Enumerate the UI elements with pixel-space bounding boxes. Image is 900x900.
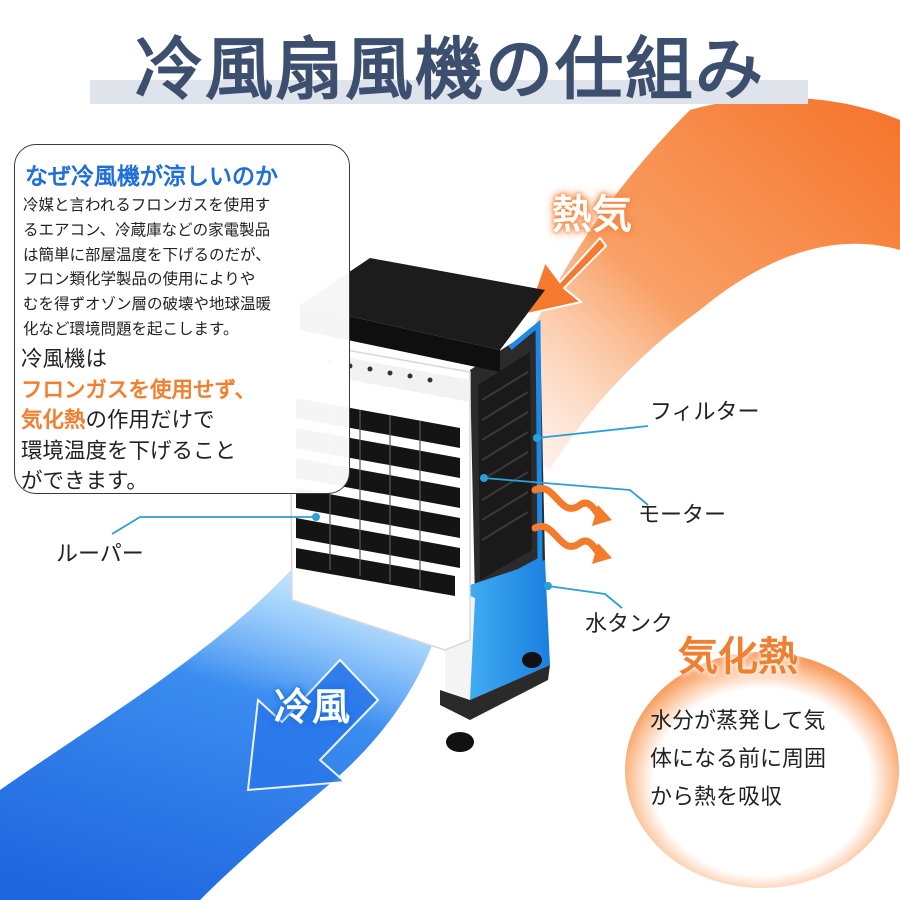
hot-air-stream xyxy=(480,97,900,470)
filter-label: フィルター xyxy=(650,400,760,425)
hot-air-arrow-icon xyxy=(525,236,608,316)
evaporation-line: 体になる前に周囲 xyxy=(650,747,827,772)
tank-leader-line xyxy=(547,585,623,609)
motor-label: モーター xyxy=(638,503,727,528)
evaporation-line: 水分が蒸発して気 xyxy=(650,709,826,734)
cold-air-arrow-icon xyxy=(246,658,380,792)
heat-label: 熱気 xyxy=(552,192,632,238)
caster-wheel xyxy=(446,732,474,752)
title-underline xyxy=(90,80,808,104)
info-lead: 冷風機は フロンガスを使用せず、 気化熱の作用だけで 環境温度を下げること がで… xyxy=(21,345,341,498)
evaporation-description: 水分が蒸発して気 体になる前に周囲 から熱を吸収 xyxy=(650,703,826,817)
evaporation-title: 気化熱 xyxy=(678,634,798,680)
device-base xyxy=(440,665,550,720)
wavy-arrow-right-icon xyxy=(531,484,604,558)
info-body-line: 冷媒と言われるフロンガスを使用す xyxy=(23,196,271,214)
water-tank-label: 水タンク xyxy=(585,612,674,637)
info-lead-line: の作用だけで xyxy=(85,408,215,433)
info-box: なぜ冷風機が涼しいのか 冷媒と言われるフロンガスを使用す るエアコン、冷蔵庫など… xyxy=(14,144,350,494)
info-body-line: は簡単に部屋温度を下げるのだが、 xyxy=(23,245,271,264)
info-lead-line: ができます。 xyxy=(21,469,148,494)
info-heading: なぜ冷風機が涼しいのか xyxy=(25,164,278,190)
info-highlight-no-freon: フロンガスを使用せず、 xyxy=(21,377,256,403)
info-body-line: 化など環境問題を起こします。 xyxy=(23,319,239,338)
louver-label: ルーパー xyxy=(56,542,144,567)
filter-leader-line xyxy=(536,425,649,439)
louver-leader-line xyxy=(111,516,316,535)
motor-leader-line xyxy=(483,477,649,506)
cold-air-stream xyxy=(0,560,450,900)
page-title: 冷風扇風機の仕組み xyxy=(134,31,765,110)
info-lead-line: 環境温度を下げること xyxy=(21,438,237,464)
info-body-line: フロン類化学製品の使用によりや xyxy=(23,270,256,289)
evaporation-circle xyxy=(625,652,899,888)
cold-air-label: 冷風 xyxy=(274,685,351,729)
info-highlight-heat-of-vaporization: 気化熱 xyxy=(21,408,86,433)
info-body-line: むを得ずオゾン層の破壊や地球温暖 xyxy=(23,295,272,314)
info-lead-line: 冷風機は xyxy=(21,347,108,372)
info-body: 冷媒と言われるフロンガスを使用す るエアコン、冷蔵庫などの家電製品 は簡単に部屋… xyxy=(23,193,343,342)
info-body-line: るエアコン、冷蔵庫などの家電製品 xyxy=(23,220,271,239)
evaporation-line: から熱を吸収 xyxy=(650,785,783,810)
device-top-panel xyxy=(300,258,545,350)
